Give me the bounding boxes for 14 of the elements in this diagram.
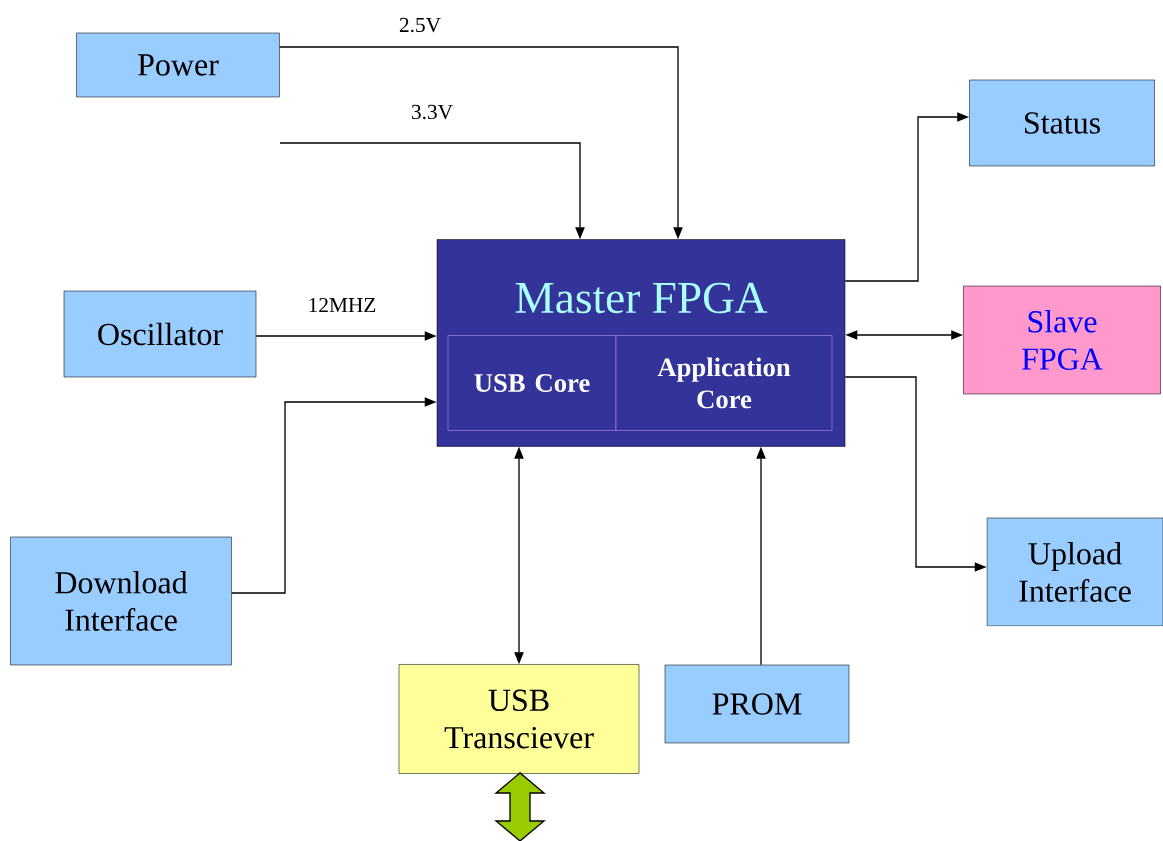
double-arrow bbox=[494, 772, 546, 841]
block-box: Oscillator bbox=[63, 290, 257, 378]
block-box: Slave FPGA bbox=[963, 285, 1161, 395]
core-block: Application Core bbox=[615, 335, 833, 431]
block-box: Upload Interface bbox=[986, 517, 1163, 627]
transceiver-box: USB Transciever bbox=[398, 664, 640, 774]
block-box: Status bbox=[969, 79, 1155, 167]
core-block: USB Core bbox=[447, 335, 617, 431]
edge-label: 12MHZ bbox=[306, 296, 378, 314]
block-box: Power bbox=[76, 32, 280, 98]
edge-label: 3.3V bbox=[409, 103, 455, 121]
block-box: PROM bbox=[664, 664, 850, 744]
block-box: Download Interface bbox=[10, 536, 232, 666]
edge-label: 2.5V bbox=[397, 16, 443, 34]
